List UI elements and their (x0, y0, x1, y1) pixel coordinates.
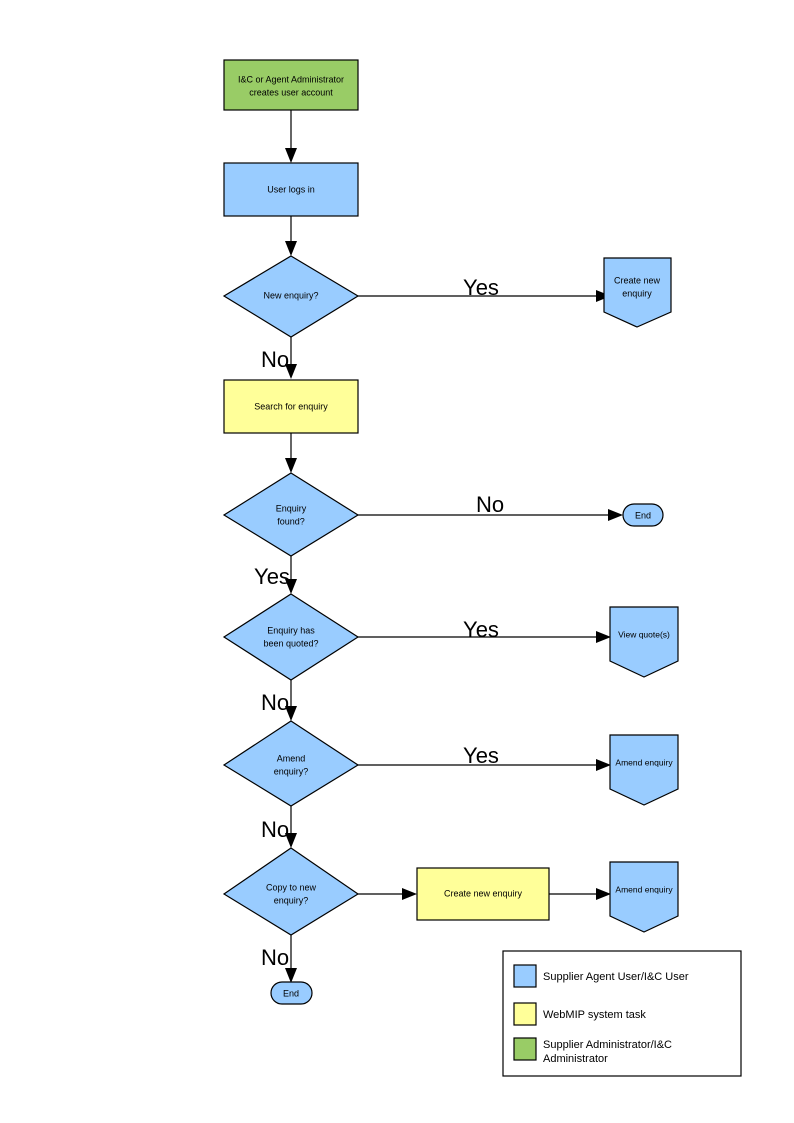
node-decision-enquiry-found[interactable]: Enquiry found? (222, 472, 360, 557)
node-decision-copy-to-new-enquiry[interactable]: Copy to new enquiry? (222, 847, 360, 936)
node-decision-new-enquiry[interactable]: New enquiry? (222, 255, 360, 338)
edge-label-quoted-yes: Yes (463, 617, 499, 642)
edge-found-yes (285, 556, 297, 594)
edge-found-no (358, 509, 623, 521)
edge-amend-yes (358, 759, 611, 771)
edge-label-found-no: No (476, 492, 504, 517)
legend-swatch-yellow (513, 1002, 537, 1026)
node-label: Create new (614, 275, 661, 285)
node-label: Amend enquiry (615, 757, 673, 767)
node-label: Create new enquiry (444, 888, 523, 898)
edge-new-enquiry-no (285, 337, 297, 379)
node-view-quotes-action[interactable]: View quote(s) (609, 606, 679, 678)
legend-label: Supplier Agent User/I&C User (543, 971, 689, 983)
edge-label-amend-yes: Yes (463, 743, 499, 768)
node-label: been quoted? (263, 638, 318, 648)
node-search-for-enquiry[interactable]: Search for enquiry (223, 379, 359, 434)
edge-admin-to-login (285, 110, 297, 163)
node-label: Amend (277, 753, 306, 763)
node-label: I&C or Agent Administrator (238, 74, 344, 84)
edge-login-to-new-enquiry (285, 216, 297, 256)
node-label: enquiry (622, 288, 652, 298)
edge-label-quoted-no: No (261, 690, 289, 715)
edge-quoted-no (285, 680, 297, 721)
legend-item-supplier-administrator: Supplier Administrator/I&C Administrator (513, 1037, 672, 1065)
edge-copy-no (285, 935, 297, 983)
node-admin-creates-user-account[interactable]: I&C or Agent Administrator creates user … (223, 59, 359, 111)
edge-search-to-found (285, 433, 297, 473)
node-label: Enquiry (276, 503, 307, 513)
node-label: enquiry? (274, 895, 309, 905)
node-label: New enquiry? (263, 290, 318, 300)
node-label: End (635, 510, 651, 520)
node-label: User logs in (267, 184, 315, 194)
legend-swatch-green (513, 1037, 537, 1061)
node-amend-enquiry-action[interactable]: Amend enquiry (609, 734, 679, 806)
node-label: End (283, 988, 299, 998)
node-decision-enquiry-quoted[interactable]: Enquiry has been quoted? (222, 593, 360, 681)
node-label: Search for enquiry (254, 401, 328, 411)
edge-amend-no (285, 806, 297, 848)
edge-label-new-enquiry-yes: Yes (463, 275, 499, 300)
node-create-new-enquiry-action[interactable]: Create new enquiry (603, 257, 672, 328)
node-end-final[interactable]: End (270, 981, 313, 1005)
legend-item-webmip-system-task: WebMIP system task (513, 1002, 646, 1026)
node-label: found? (277, 516, 305, 526)
node-label: View quote(s) (618, 629, 670, 639)
node-label: enquiry? (274, 766, 309, 776)
node-label: creates user account (249, 87, 333, 97)
node-label: Amend enquiry (615, 884, 673, 894)
node-label: Copy to new (266, 882, 317, 892)
node-amend-enquiry-action-2[interactable]: Amend enquiry (609, 861, 679, 933)
legend-item-supplier-agent-user: Supplier Agent User/I&C User (513, 964, 689, 988)
legend-label: Supplier Administrator/I&C (543, 1039, 672, 1051)
legend: Supplier Agent User/I&C User WebMIP syst… (502, 950, 742, 1077)
edge-label-copy-no: No (261, 945, 289, 970)
edge-label-new-enquiry-no: No (261, 347, 289, 372)
legend-label: WebMIP system task (543, 1009, 646, 1021)
legend-label: Administrator (543, 1053, 608, 1065)
legend-swatch-blue (513, 964, 537, 988)
node-end-not-found[interactable]: End (622, 503, 664, 527)
edge-label-found-yes: Yes (254, 564, 290, 589)
node-decision-amend-enquiry[interactable]: Amend enquiry? (222, 720, 360, 807)
node-create-new-enquiry-system-task[interactable]: Create new enquiry (416, 867, 550, 921)
node-user-logs-in[interactable]: User logs in (223, 162, 359, 217)
edge-quoted-yes (358, 631, 611, 643)
edge-copy-to-create (358, 888, 417, 900)
node-label: Enquiry has (267, 625, 315, 635)
edge-label-amend-no: No (261, 817, 289, 842)
edge-create-to-amend (549, 888, 611, 900)
